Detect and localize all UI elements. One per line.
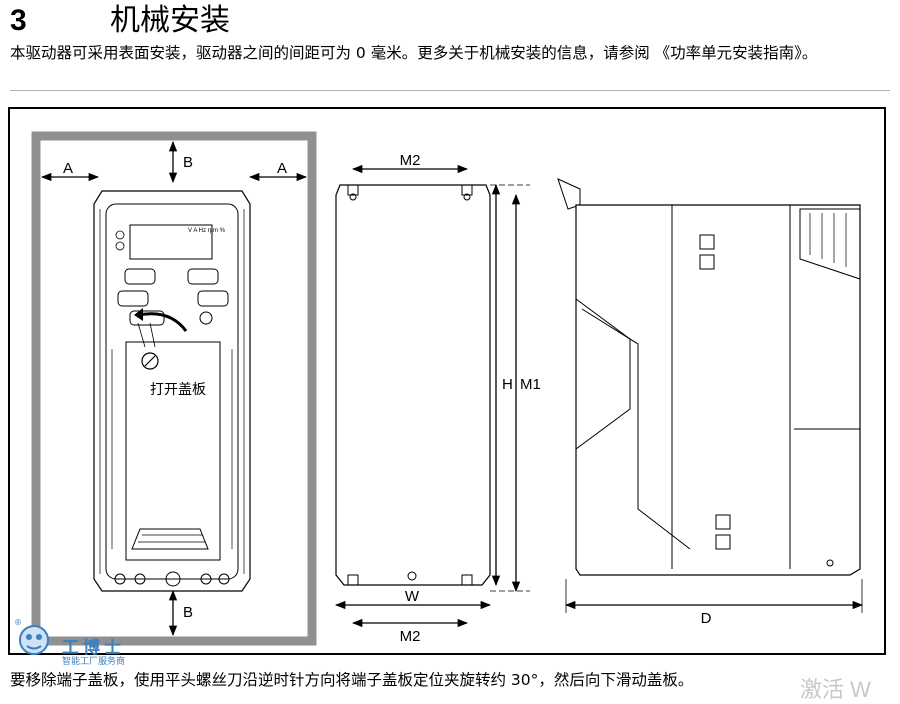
divider	[10, 90, 890, 91]
d-label: D	[701, 610, 712, 627]
watermark-logo-text: 工博士	[62, 638, 125, 658]
front-view: A A B B V A Hz rpm %	[31, 131, 317, 646]
watermark-logo: ®	[14, 618, 49, 655]
w-label: W	[405, 588, 420, 605]
rear-view: M2 W M2 H M1	[334, 152, 541, 645]
mechanical-installation-figure: A A B B V A Hz rpm %	[8, 107, 886, 655]
m2-bottom-label: M2	[400, 628, 421, 645]
a-right-label: A	[277, 160, 287, 177]
a-left-label: A	[63, 160, 73, 177]
svg-text:V A Hz rpm %: V A Hz rpm %	[188, 228, 226, 234]
activation-watermark: 激活 W	[800, 677, 871, 702]
m1-label: M1	[520, 376, 541, 393]
open-cover-label: 打开盖板	[150, 381, 206, 398]
watermark-logo-subtitle: 智能工厂服务商	[62, 657, 126, 667]
b-bottom-label: B	[183, 604, 193, 621]
h-label: H	[502, 376, 513, 393]
section-number: 3	[10, 4, 27, 37]
intro-paragraph: 本驱动器可采用表面安装，驱动器之间的间距可为 0 毫米。更多关于机械安装的信息，…	[10, 44, 818, 62]
section-title: 机械安装	[110, 3, 230, 38]
side-view: D	[557, 178, 864, 627]
clearance-frame	[31, 131, 317, 646]
registered-mark: ®	[14, 618, 22, 627]
figure-caption: 要移除端子盖板，使用平头螺丝刀沿逆时针方向将端子盖板定位夹旋转约 30°，然后向…	[10, 671, 694, 689]
m2-top-label: M2	[400, 152, 421, 169]
b-top-label: B	[183, 154, 193, 171]
dimension-drawing: A A B B V A Hz rpm %	[31, 131, 864, 646]
